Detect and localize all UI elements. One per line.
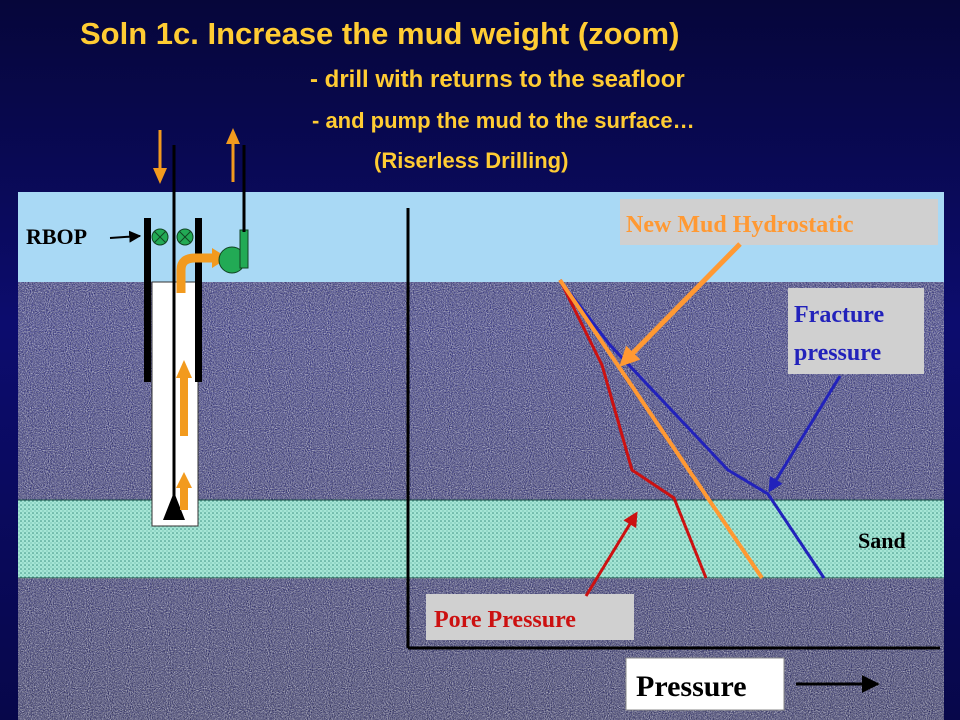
pore-pressure-pointer — [584, 511, 638, 597]
new-mud-hydrostatic-pointer — [619, 242, 742, 367]
fracture-pressure-curve — [558, 279, 826, 579]
rbop-pointer — [109, 230, 142, 243]
well-schematic: RBOP — [26, 128, 249, 527]
valve-icon — [176, 228, 194, 246]
pore-pressure-label-box — [426, 594, 634, 640]
slide-subtitle-pump: - and pump the mud to the surface… — [312, 108, 695, 133]
new-mud-hydrostatic-label-box — [620, 199, 938, 245]
fracture-pressure-label-box — [788, 288, 924, 374]
rbop-label: RBOP — [26, 224, 87, 249]
casing-right — [195, 218, 202, 382]
new-mud-hydrostatic-label: New Mud Hydrostatic — [626, 212, 854, 238]
drill-bit-icon — [163, 492, 185, 520]
arrow-up-icon — [176, 360, 192, 436]
new-mud-hydrostatic-curve — [558, 278, 764, 580]
sand-label: Sand — [858, 528, 906, 553]
casing-left — [144, 218, 151, 382]
pressure-axis-label: Pressure — [636, 670, 747, 703]
arrow-up-icon — [226, 128, 240, 182]
slide-title: Soln 1c. Increase the mud weight (zoom) — [80, 16, 680, 51]
return-riser — [239, 229, 249, 269]
fracture-pressure-pointer — [768, 375, 842, 493]
arrow-up-icon — [176, 472, 192, 510]
valve-icon — [151, 228, 169, 246]
fracture-pressure-label-line1: Fracture — [794, 302, 885, 328]
pore-pressure-label: Pore Pressure — [434, 607, 576, 633]
return-flow-arrow — [176, 253, 214, 293]
pressure-axis-label-box — [625, 657, 785, 711]
pore-pressure-curve — [558, 279, 708, 579]
fracture-pressure-label-line2: pressure — [794, 340, 881, 366]
arrow-down-icon — [153, 130, 167, 184]
slide-subtitle-riserless: (Riserless Drilling) — [374, 148, 569, 173]
slide-subtitle-returns: - drill with returns to the seafloor — [310, 66, 685, 93]
